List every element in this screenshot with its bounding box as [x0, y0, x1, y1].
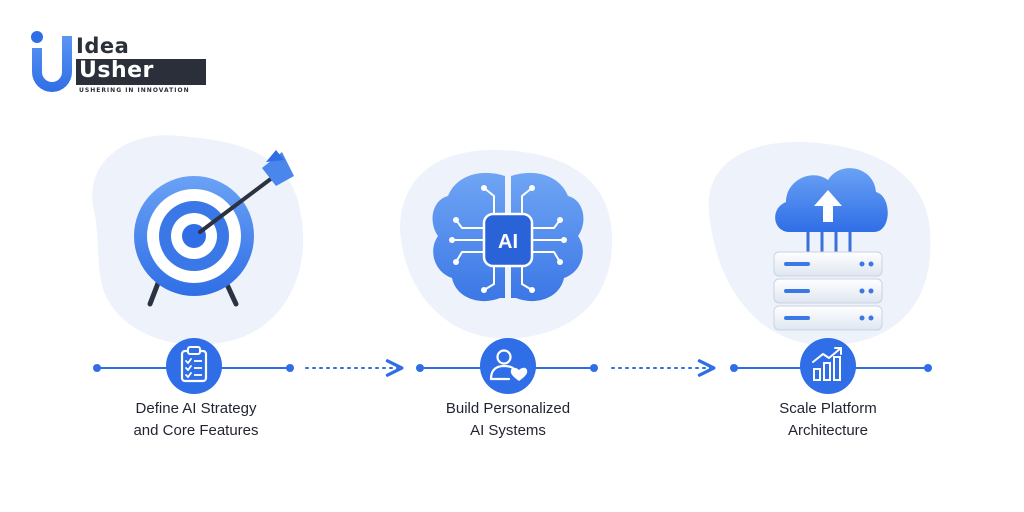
growth-chart-icon — [800, 338, 856, 394]
logo-word-usher: Usher — [79, 58, 154, 83]
step-2-label: Build Personalized AI Systems — [398, 398, 618, 442]
step-3-label-line-2: Architecture — [787, 422, 869, 439]
timeline-dot — [924, 364, 932, 372]
logo-bar — [76, 59, 206, 85]
timeline-dot — [93, 364, 101, 372]
target-arrow-icon — [134, 150, 294, 307]
step-3-label: Scale Platform Architecture — [718, 398, 938, 442]
logo-mark-icon — [31, 31, 72, 92]
step-2-label-line-2: AI Systems — [470, 422, 546, 439]
step-1-label: Define AI Strategy and Core Features — [86, 398, 306, 442]
step-1-label-line-1: Define AI Strategy — [135, 400, 257, 417]
step-3-label-line-1: Scale Platform — [779, 400, 877, 417]
timeline-dot — [286, 364, 294, 372]
logo-tagline: USHERING IN INNOVATION — [79, 87, 190, 94]
ai-chip-text: AI — [498, 231, 518, 253]
clipboard-checklist-icon — [166, 338, 222, 394]
cloud-server-icon — [773, 168, 888, 331]
logo-word-idea: Idea — [76, 34, 130, 58]
ai-brain-icon: AI — [432, 172, 584, 302]
step-2-label-line-1: Build Personalized — [445, 400, 571, 417]
timeline-dot — [416, 364, 424, 372]
logo: Idea Usher USHERING IN INNOVATION — [28, 28, 208, 98]
user-heart-icon — [480, 338, 536, 394]
timeline-dot — [590, 364, 598, 372]
step-1-label-line-2: and Core Features — [133, 422, 259, 439]
timeline-dot — [730, 364, 738, 372]
